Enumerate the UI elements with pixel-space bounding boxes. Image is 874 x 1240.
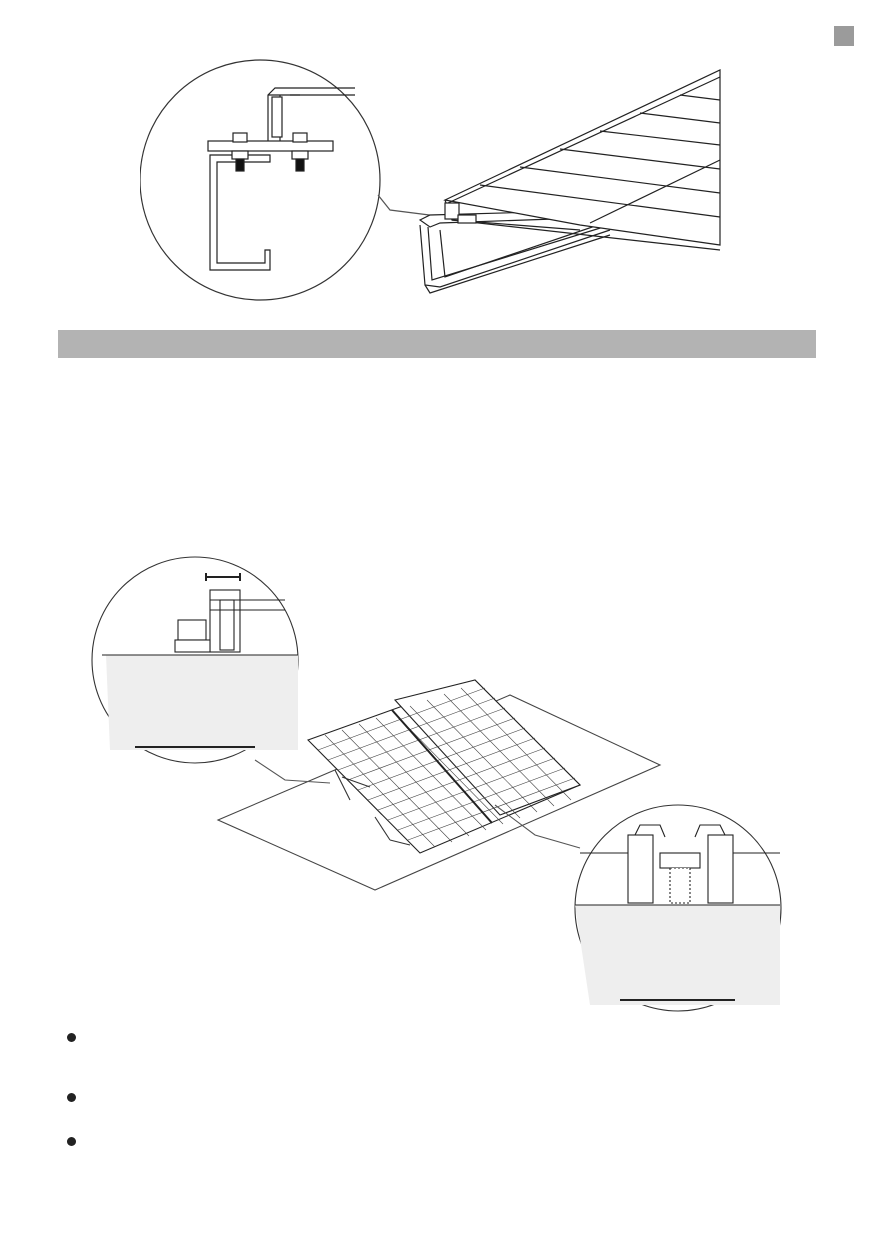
leader-line <box>377 194 446 218</box>
bullet-icon <box>67 1093 76 1102</box>
end-clamp-detail-callout <box>91 556 299 764</box>
bolt-head-right <box>292 132 308 143</box>
bullet-icon <box>67 1137 76 1146</box>
c-channel-profile <box>209 154 271 271</box>
solar-panel-array <box>307 679 581 854</box>
middle-clamp-detail-callout <box>574 804 782 1012</box>
bolt-thread-right <box>295 158 305 172</box>
bolt-head-left <box>232 132 248 143</box>
detail-magnifier-circle <box>140 59 381 301</box>
bolt-thread-left <box>235 158 245 172</box>
support-legs <box>334 769 411 846</box>
middle-clamp-leader <box>494 804 581 849</box>
bullet-item <box>62 1132 822 1156</box>
page-corner-marker <box>834 26 854 46</box>
nut-right <box>291 150 309 160</box>
tilted-panels-figure <box>80 555 800 1025</box>
end-clamp-leader <box>254 759 331 784</box>
nut-left <box>231 150 249 160</box>
section-heading-bar <box>58 330 816 358</box>
mounting-detail-figure <box>140 55 740 305</box>
clamp-plate <box>207 140 334 152</box>
bullet-icon <box>67 1033 76 1042</box>
bullet-item <box>62 1088 822 1112</box>
solar-panel-perspective <box>443 69 721 251</box>
bullet-item <box>62 1028 822 1052</box>
